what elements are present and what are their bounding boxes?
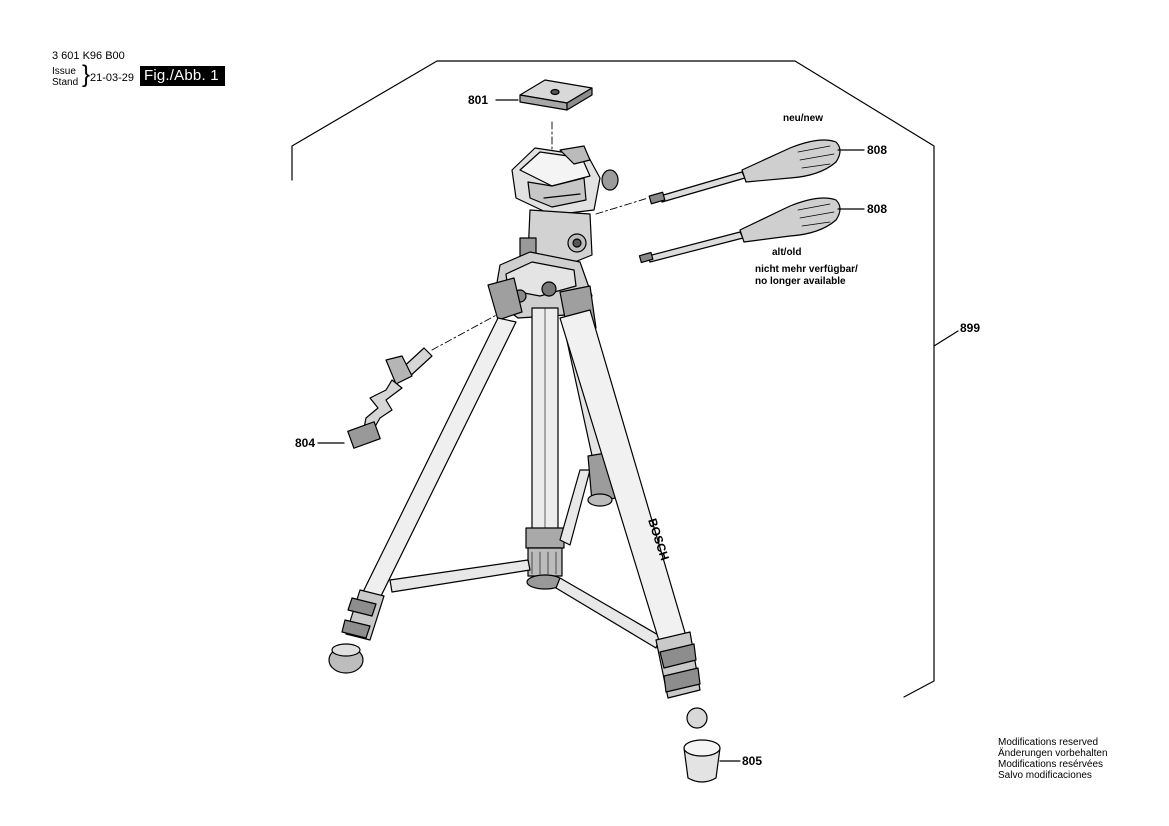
issue-stand-label: Issue Stand	[52, 66, 78, 88]
tilt-handle-old	[638, 197, 841, 264]
assembly-outline	[291, 60, 935, 698]
brace-symbol: }	[82, 61, 91, 88]
leader-899	[933, 330, 959, 347]
stand-label: Stand	[52, 77, 79, 88]
note-unavailable: nicht mehr verfügbar/ no longer availabl…	[755, 264, 858, 288]
modifications-line: Änderungen vorbehalten	[998, 748, 1108, 759]
tripod-leg-left	[328, 317, 517, 674]
issue-label: Issue	[52, 66, 76, 77]
modifications-line: Modifications reserved	[998, 737, 1099, 748]
callout-805: 805	[742, 754, 763, 768]
callout-808-old: 808	[867, 202, 888, 216]
tripod-leg-right	[559, 309, 708, 729]
callout-801: 801	[468, 93, 489, 107]
note-unavailable-de: nicht mehr verfügbar/	[755, 264, 858, 275]
callout-808-new: 808	[867, 143, 888, 157]
rubber-foot	[683, 739, 721, 783]
note-new: neu/new	[783, 113, 824, 124]
document-number: 3 601 K96 B00	[52, 50, 125, 62]
callout-899: 899	[960, 321, 981, 335]
assembly-line-crank	[431, 311, 503, 351]
callout-804: 804	[295, 436, 316, 450]
leg-braces	[389, 469, 661, 649]
center-column	[525, 307, 565, 590]
note-old: alt/old	[772, 247, 802, 258]
modifications-line: Modifications resérvées	[998, 759, 1104, 770]
leg-spider	[487, 251, 597, 335]
figure-label: Fig./Abb. 1	[140, 66, 225, 86]
issue-date: 21-03-29	[90, 72, 135, 84]
quick-release-plate	[519, 79, 593, 111]
modifications-line: Salvo modificaciones	[998, 770, 1092, 781]
note-unavailable-en: no longer available	[755, 276, 846, 287]
pan-tilt-head	[511, 145, 619, 269]
tilt-handle-new	[648, 139, 841, 205]
crank-handle	[347, 347, 433, 449]
modifications-notice: Modifications reserved Änderungen vorbeh…	[998, 737, 1108, 781]
assembly-line-screw	[595, 197, 649, 215]
